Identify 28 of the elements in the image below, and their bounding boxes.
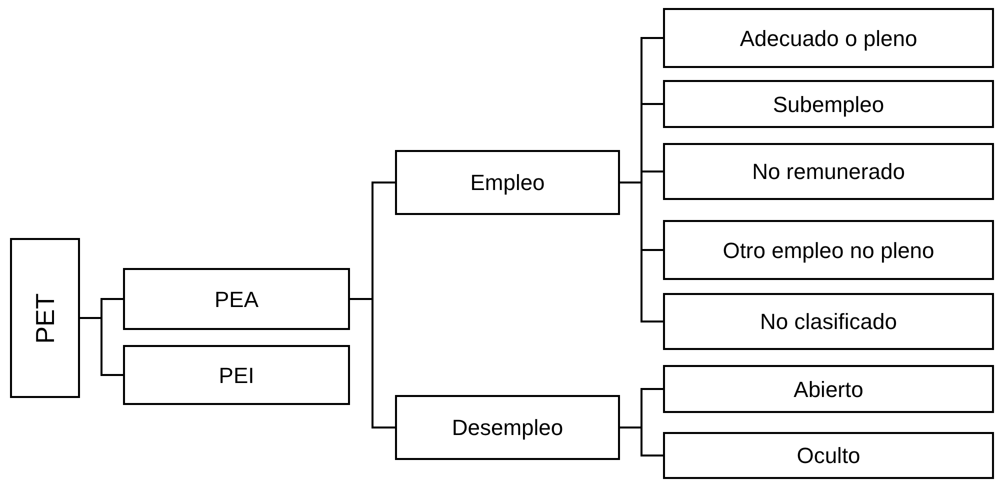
category-label: PET xyxy=(28,292,60,344)
category-label: Subempleo xyxy=(772,90,884,119)
category-label: Oculto xyxy=(796,442,860,470)
category-box xyxy=(395,150,620,215)
category-label: No clasificado xyxy=(760,308,897,336)
category-box xyxy=(663,8,994,68)
category-box xyxy=(663,220,994,280)
category-box xyxy=(663,80,994,128)
category-label: Otro empleo no pleno xyxy=(722,236,934,265)
category-label: PEI xyxy=(218,362,254,390)
connector-line xyxy=(80,317,123,376)
connector-line xyxy=(350,298,395,428)
category-box xyxy=(663,143,994,200)
category-label: PEA xyxy=(214,286,259,314)
category-box xyxy=(395,395,620,460)
category-label: Adecuado o pleno xyxy=(740,24,918,53)
category-box xyxy=(123,268,350,330)
category-label: Desempleo xyxy=(452,414,564,442)
category-label: No remunerado xyxy=(752,158,905,186)
connector-line xyxy=(620,182,663,322)
category-box xyxy=(663,432,994,479)
connector-line xyxy=(620,426,663,456)
category-box xyxy=(123,345,350,405)
category-label: Empleo xyxy=(470,169,545,197)
category-label: Abierto xyxy=(794,376,864,404)
category-box xyxy=(10,238,80,398)
category-box xyxy=(663,293,994,350)
category-box xyxy=(663,365,994,413)
